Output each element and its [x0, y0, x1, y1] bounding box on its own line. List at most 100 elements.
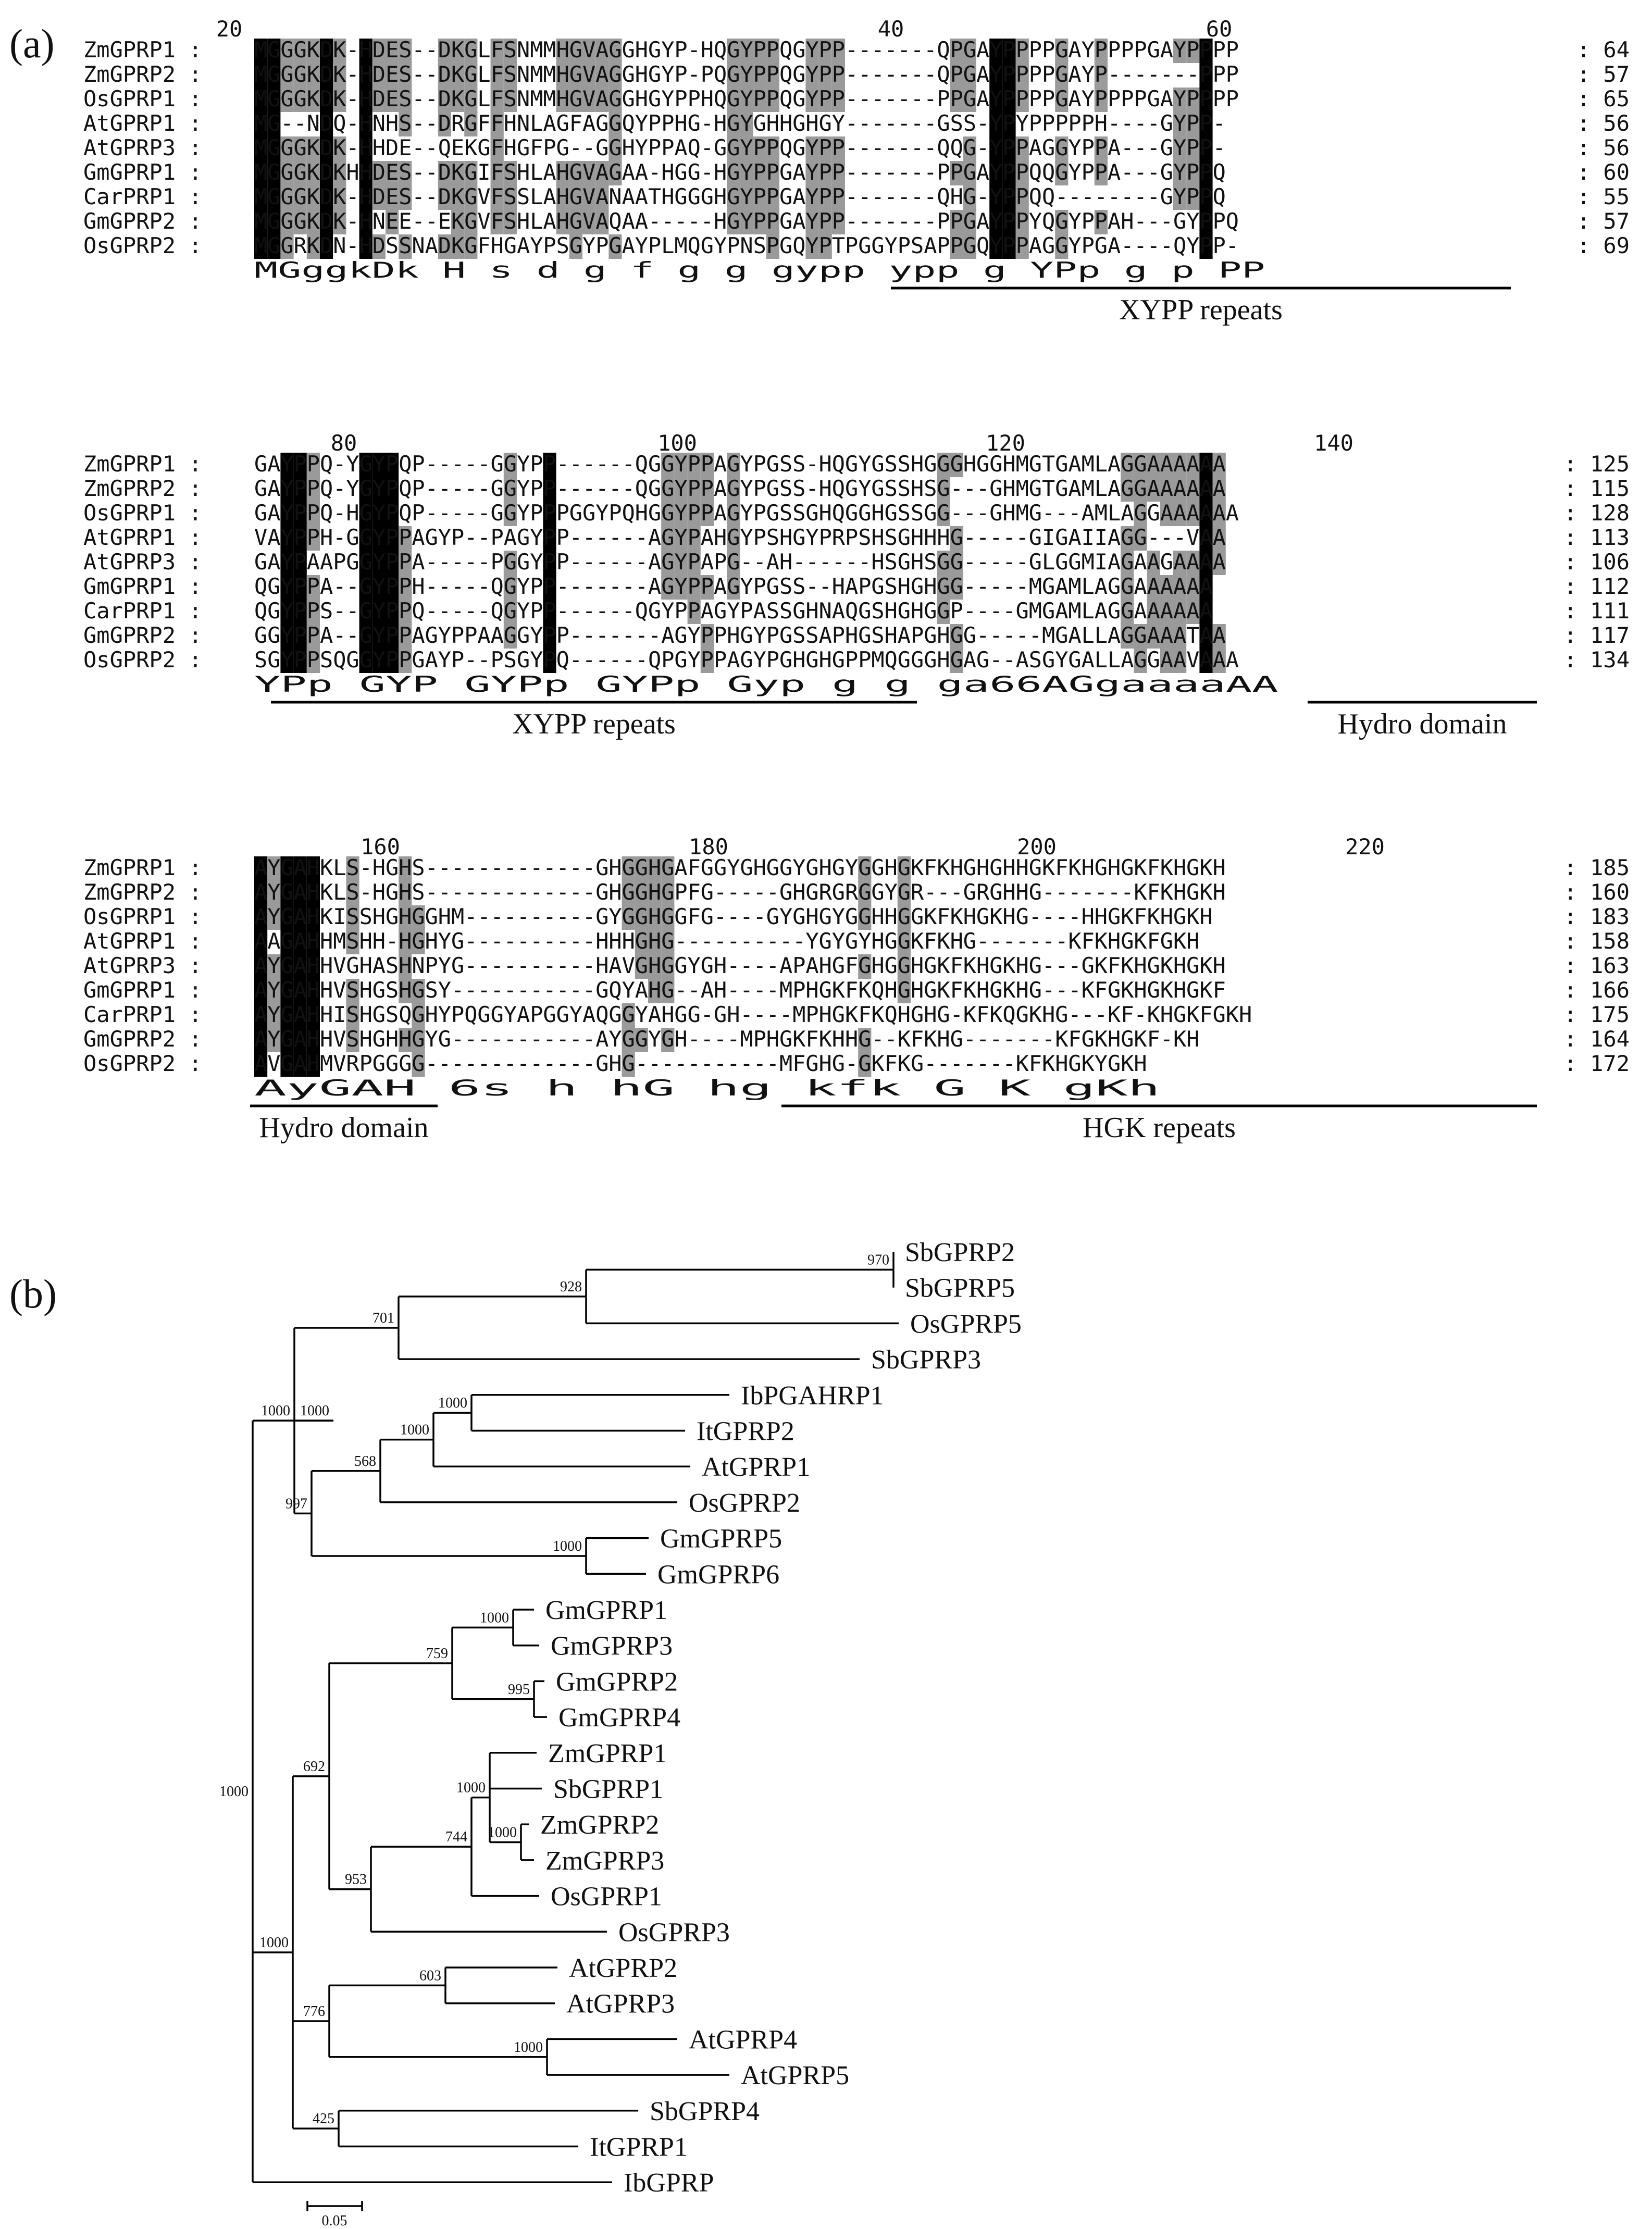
bootstrap-value: 1000 — [456, 1780, 486, 1796]
similar-residue-shade — [858, 905, 872, 930]
similar-residue-shade — [306, 234, 320, 259]
similar-residue-shade — [831, 161, 845, 185]
similar-residue-shade — [1134, 649, 1147, 673]
aligned-sequence: AYGAHHVSHGSHGSY-----------GQYAHG--AH----… — [254, 977, 1226, 1003]
identical-residue-shade — [293, 1028, 307, 1052]
similar-residue-shade — [1121, 575, 1134, 600]
similar-residue-shade — [1121, 453, 1134, 477]
similar-residue-shade — [464, 112, 478, 136]
residue-count: : 160 — [1564, 879, 1630, 905]
similar-residue-shade — [950, 526, 963, 551]
sequence-name: GmGPRP1 : — [83, 159, 202, 185]
similar-residue-shade — [293, 39, 307, 63]
similar-residue-shade — [451, 88, 465, 112]
similar-residue-shade — [963, 63, 976, 88]
identical-residue-shade — [386, 526, 399, 551]
similar-residue-shade — [503, 185, 517, 210]
sequence-name: AtGPRP3 : — [83, 953, 202, 978]
aligned-sequence: GAYPPQ-YGYPQP-----GGYPP------QGGYPPAGYPG… — [254, 476, 1226, 501]
similar-residue-shade — [753, 63, 766, 88]
similar-residue-shade — [622, 1003, 635, 1028]
similar-residue-shade — [464, 63, 478, 88]
similar-residue-shade — [490, 63, 504, 88]
similar-residue-shade — [937, 551, 950, 575]
similar-residue-shade — [1160, 600, 1173, 624]
identical-residue-shade — [1199, 136, 1213, 161]
similar-residue-shade — [556, 210, 569, 234]
sequence-name: AtGPRP1 : — [83, 928, 202, 954]
similar-residue-shade — [1173, 161, 1187, 185]
similar-residue-shade — [1015, 210, 1029, 234]
identical-residue-shade — [1199, 575, 1213, 600]
ruler-position-label: 200 — [1017, 834, 1057, 860]
similar-residue-shade — [608, 39, 622, 63]
similar-residue-shade — [937, 502, 950, 526]
similar-residue-shade — [569, 234, 582, 259]
similar-residue-shade — [372, 88, 386, 112]
tree-leaf-label: IbPGAHRP1 — [741, 1381, 884, 1411]
tree-leaf-label: GmGPRP2 — [556, 1667, 678, 1697]
similar-residue-shade — [451, 185, 465, 210]
identical-residue-shade — [267, 185, 281, 210]
similar-residue-shade — [1147, 600, 1160, 624]
identical-residue-shade — [267, 161, 281, 185]
identical-residue-shade — [989, 39, 1003, 63]
residue-count: : 112 — [1564, 574, 1630, 599]
similar-residue-shade — [1212, 624, 1226, 649]
similar-residue-shade — [1094, 136, 1108, 161]
similar-residue-shade — [622, 856, 635, 881]
similar-residue-shade — [333, 185, 346, 210]
aligned-sequence: SGYPPSQGGYPPGAYP--PSGYPQ------QPGYPPAGYP… — [254, 647, 1239, 673]
identical-residue-shade — [267, 112, 281, 136]
similar-residue-shade — [661, 881, 675, 905]
similar-residue-shade — [818, 234, 832, 259]
identical-residue-shade — [254, 210, 268, 234]
similar-residue-shade — [1147, 575, 1160, 600]
identical-residue-shade — [359, 649, 372, 673]
tree-leaf-label: ZmGPRP1 — [548, 1739, 667, 1769]
residue-count: : 163 — [1564, 953, 1630, 978]
similar-residue-shade — [306, 161, 320, 185]
sequence-name: CarPRP1 : — [83, 1002, 202, 1027]
similar-residue-shade — [451, 63, 465, 88]
similar-residue-shade — [818, 185, 832, 210]
identical-residue-shade — [359, 502, 372, 526]
similar-residue-shade — [1121, 526, 1134, 551]
identical-residue-shade — [543, 624, 556, 649]
ruler-position-label: 40 — [878, 16, 904, 42]
similar-residue-shade — [740, 39, 753, 63]
bootstrap-value: 744 — [445, 1829, 467, 1845]
sequence-name: AtGPRP1 : — [83, 525, 202, 550]
similar-residue-shade — [700, 477, 714, 502]
similar-residue-shade — [399, 551, 412, 575]
similar-residue-shade — [1160, 624, 1173, 649]
ruler-position-label: 80 — [331, 430, 357, 456]
identical-residue-shade — [359, 526, 372, 551]
tree-leaf-label: OsGPRP1 — [551, 1882, 662, 1912]
similar-residue-shade — [635, 905, 648, 930]
identical-residue-shade — [306, 930, 320, 954]
identical-residue-shade — [1199, 88, 1213, 112]
similar-residue-shade — [858, 881, 872, 905]
identical-residue-shade — [543, 502, 556, 526]
similar-residue-shade — [293, 63, 307, 88]
identical-residue-shade — [386, 477, 399, 502]
similar-residue-shade — [740, 185, 753, 210]
identical-residue-shade — [280, 526, 294, 551]
similar-residue-shade — [805, 161, 819, 185]
similar-residue-shade — [280, 161, 294, 185]
similar-residue-shade — [582, 39, 596, 63]
identical-residue-shade — [1199, 161, 1213, 185]
similar-residue-shade — [569, 88, 582, 112]
identical-residue-shade — [989, 136, 1003, 161]
similar-residue-shade — [674, 453, 688, 477]
identical-residue-shade — [1002, 161, 1016, 185]
identical-residue-shade — [254, 1028, 268, 1052]
residue-count: : 128 — [1564, 500, 1630, 526]
similar-residue-shade — [661, 575, 675, 600]
bootstrap-value: 692 — [303, 1759, 325, 1775]
residue-count: : 69 — [1577, 233, 1630, 258]
bootstrap-value: 1000 — [480, 1610, 509, 1626]
tree-leaf-label: GmGPRP5 — [660, 1524, 782, 1554]
